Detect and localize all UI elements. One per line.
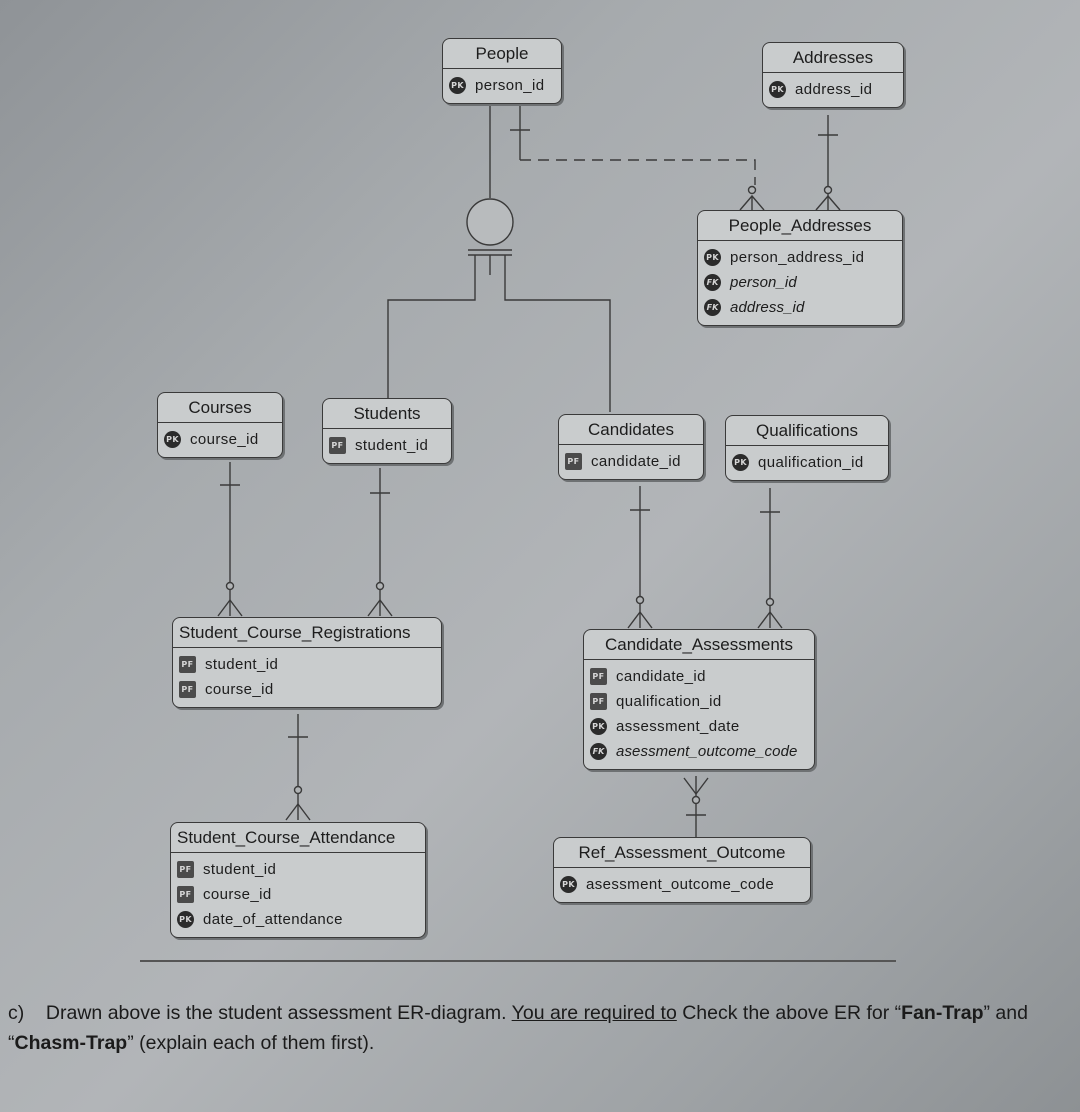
attribute: PK assessment_date [590,714,808,739]
entity-title: Students [323,399,451,429]
attribute-name: candidate_id [616,668,706,685]
primary-foreign-key-icon: PF [590,668,607,685]
attribute: PF candidate_id [565,449,697,474]
primary-key-icon: PK [732,454,749,471]
attribute: PK course_id [164,427,276,452]
primary-foreign-key-icon: PF [179,681,196,698]
rel-qualifications-assessments [757,488,783,629]
attribute: PK person_address_id [704,245,896,270]
attribute: PK asessment_outcome_code [560,872,804,897]
question-part: ” (explain each of them first). [127,1032,375,1054]
primary-key-icon: PK [177,911,194,928]
attribute-name: date_of_attendance [203,911,343,928]
primary-key-icon: PK [449,77,466,94]
entity-student-course-attendance: Student_Course_Attendance PF student_id P… [170,822,426,938]
entity-courses: Courses PK course_id [157,392,283,458]
attribute-name: address_id [795,81,873,98]
term-chasm-trap: Chasm-Trap [14,1032,128,1054]
foreign-key-icon: FK [704,274,721,291]
attribute: PF course_id [177,882,419,907]
entity-title: Addresses [763,43,903,73]
attribute-name: asessment_outcome_code [616,743,798,760]
entity-people: People PK person_id [442,38,562,104]
question-part: Check the above ER for “ [682,1002,902,1024]
entity-qualifications: Qualifications PK qualification_id [725,415,889,481]
entity-title: People_Addresses [698,211,902,241]
question-part: ” and “ [8,1002,1028,1054]
attribute: PK person_id [449,73,555,98]
primary-foreign-key-icon: PF [329,437,346,454]
attribute: PF student_id [179,652,435,677]
entity-title: Student_Course_Attendance [171,823,425,853]
divider [140,960,896,962]
term-fan-trap: Fan-Trap [901,1002,984,1024]
rel-people-subtype [387,103,611,412]
primary-foreign-key-icon: PF [565,453,582,470]
foreign-key-icon: FK [590,743,607,760]
primary-foreign-key-icon: PF [177,861,194,878]
entity-title: Candidate_Assessments [584,630,814,660]
attribute: PF qualification_id [590,689,808,714]
primary-foreign-key-icon: PF [179,656,196,673]
attribute: PF candidate_id [590,664,808,689]
attribute-name: student_id [205,656,279,673]
attribute-name: person_id [475,77,545,94]
attribute-name: student_id [355,437,429,454]
attribute: FK address_id [704,295,896,320]
rel-courses-registrations [217,462,243,617]
entity-candidates: Candidates PF candidate_id [558,414,704,480]
attribute-name: person_address_id [730,249,865,266]
attribute-name: qualification_id [758,454,864,471]
attribute-name: address_id [730,299,805,316]
attribute: PF student_id [329,433,445,458]
foreign-key-icon: FK [704,299,721,316]
primary-foreign-key-icon: PF [590,693,607,710]
entity-title: Qualifications [726,416,888,446]
rel-candidates-assessments [627,486,653,629]
question-label: c) [8,1002,25,1024]
question-underlined: You are required to [511,1002,677,1024]
attribute: PF student_id [177,857,419,882]
primary-key-icon: PK [590,718,607,735]
attribute: FK person_id [704,270,896,295]
entity-title: Courses [158,393,282,423]
primary-key-icon: PK [560,876,577,893]
attribute-name: qualification_id [616,693,722,710]
question-part: Drawn above is the student assessment ER… [45,1002,507,1024]
rel-registrations-attendance [285,714,311,821]
entity-student-course-registrations: Student_Course_Registrations PF student_i… [172,617,442,708]
entity-students: Students PF student_id [322,398,452,464]
attribute: PK date_of_attendance [177,907,419,932]
entity-candidate-assessments: Candidate_Assessments PF candidate_id PF q… [583,629,815,770]
primary-key-icon: PK [704,249,721,266]
entity-title: Candidates [559,415,703,445]
entity-title: People [443,39,561,69]
attribute: PF course_id [179,677,435,702]
attribute-name: assessment_date [616,718,740,735]
attribute: PK address_id [769,77,897,102]
attribute-name: course_id [190,431,259,448]
entity-title: Student_Course_Registrations [173,618,441,648]
attribute-name: candidate_id [591,453,681,470]
primary-foreign-key-icon: PF [177,886,194,903]
attribute-name: asessment_outcome_code [586,876,775,893]
rel-students-registrations [367,468,393,617]
question-text: c) Drawn above is the student assessment… [8,998,1068,1058]
entity-addresses: Addresses PK address_id [762,42,904,108]
entity-title: Ref_Assessment_Outcome [554,838,810,868]
primary-key-icon: PK [164,431,181,448]
attribute: FK asessment_outcome_code [590,739,808,764]
attribute: PK qualification_id [732,450,882,475]
attribute-name: course_id [203,886,272,903]
attribute-name: person_id [730,274,797,291]
primary-key-icon: PK [769,81,786,98]
attribute-name: course_id [205,681,274,698]
attribute-name: student_id [203,861,277,878]
rel-people-people-addresses [510,103,765,211]
rel-assessments-outcome [683,776,709,838]
rel-addresses-people-addresses [815,115,841,211]
entity-people-addresses: People_Addresses PK person_address_id FK p… [697,210,903,326]
entity-ref-assessment-outcome: Ref_Assessment_Outcome PK asessment_outco… [553,837,811,903]
